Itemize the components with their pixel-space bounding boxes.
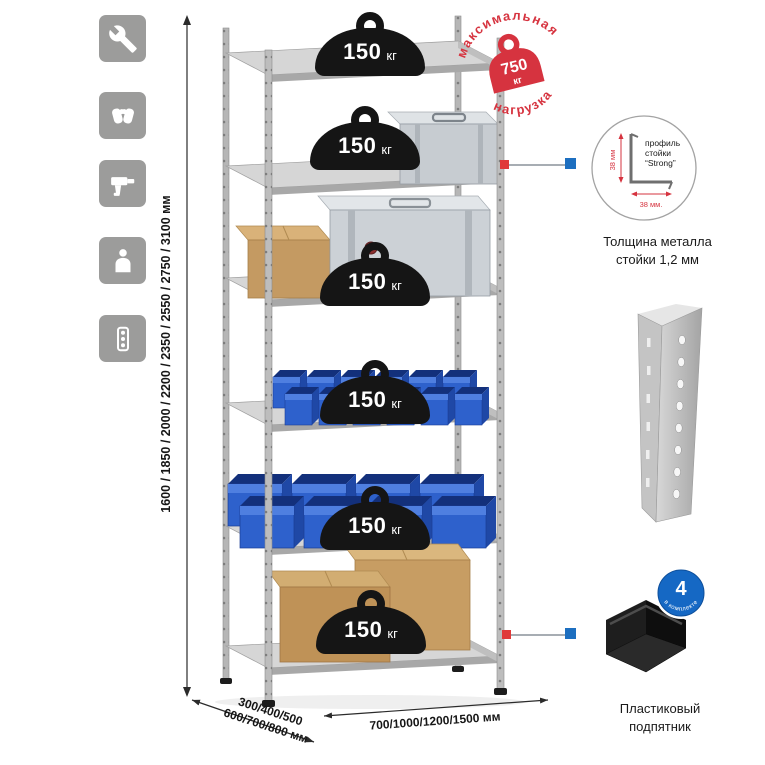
profile-dim-vertical: 38 мм: [608, 150, 617, 171]
profile-label-1: профиль: [645, 138, 681, 148]
height-dimension-line: [183, 15, 191, 697]
callout-marker-red: [502, 630, 511, 639]
stamp-unit: кг: [512, 75, 523, 88]
corner-post-image: [637, 304, 703, 523]
profile-detail: 38 мм 38 мм. профиль стойки “Strong”: [591, 115, 697, 221]
fasteners-icon: [99, 315, 146, 362]
profile-caption: Толщина металла стойки 1,2 мм: [603, 234, 712, 267]
callout-marker-blue: [565, 628, 576, 639]
load-unit: кг: [386, 47, 397, 63]
load-unit: кг: [381, 141, 392, 157]
plastic-foot-image: [605, 600, 687, 673]
load-value: 150: [348, 513, 387, 538]
load-unit: кг: [391, 521, 402, 537]
load-value: 150: [343, 39, 382, 64]
load-value: 150: [348, 387, 387, 412]
profile-drawing: [629, 134, 672, 184]
callout-line: [511, 634, 567, 636]
weight-body-icon: [489, 48, 545, 94]
load-unit: кг: [391, 277, 402, 293]
wrench-icon: [99, 15, 146, 62]
callout-marker-red: [500, 160, 509, 169]
gloves-icon: [99, 92, 146, 139]
profile-label-3: “Strong”: [645, 158, 676, 168]
cardboard-box-small: [235, 225, 331, 299]
load-value: 150: [338, 133, 377, 158]
profile-dim-horizontal: 38 мм.: [640, 200, 663, 209]
kit-count-badge: 4 в комплекте: [655, 567, 707, 619]
drill-icon: [99, 160, 146, 207]
depth-dimension-line: [191, 699, 315, 743]
foot-caption: Пластиковый подпятник: [619, 701, 701, 734]
stamp-value: 750: [499, 56, 529, 79]
load-value: 150: [344, 617, 383, 642]
person-icon: [99, 237, 146, 284]
load-unit: кг: [391, 395, 402, 411]
profile-label-2: стойки: [645, 148, 671, 158]
load-unit: кг: [387, 625, 398, 641]
height-dimension-label: 1600 / 1850 / 2000 / 2200 / 2350 / 2550 …: [159, 195, 173, 513]
callout-line: [509, 164, 567, 166]
callout-marker-blue: [565, 158, 576, 169]
load-value: 150: [348, 269, 387, 294]
max-load-stamp: максимальная нагрузка 750 кг: [450, 2, 564, 124]
width-dimension-line: [323, 697, 549, 719]
kit-count-value: 4: [675, 578, 687, 600]
